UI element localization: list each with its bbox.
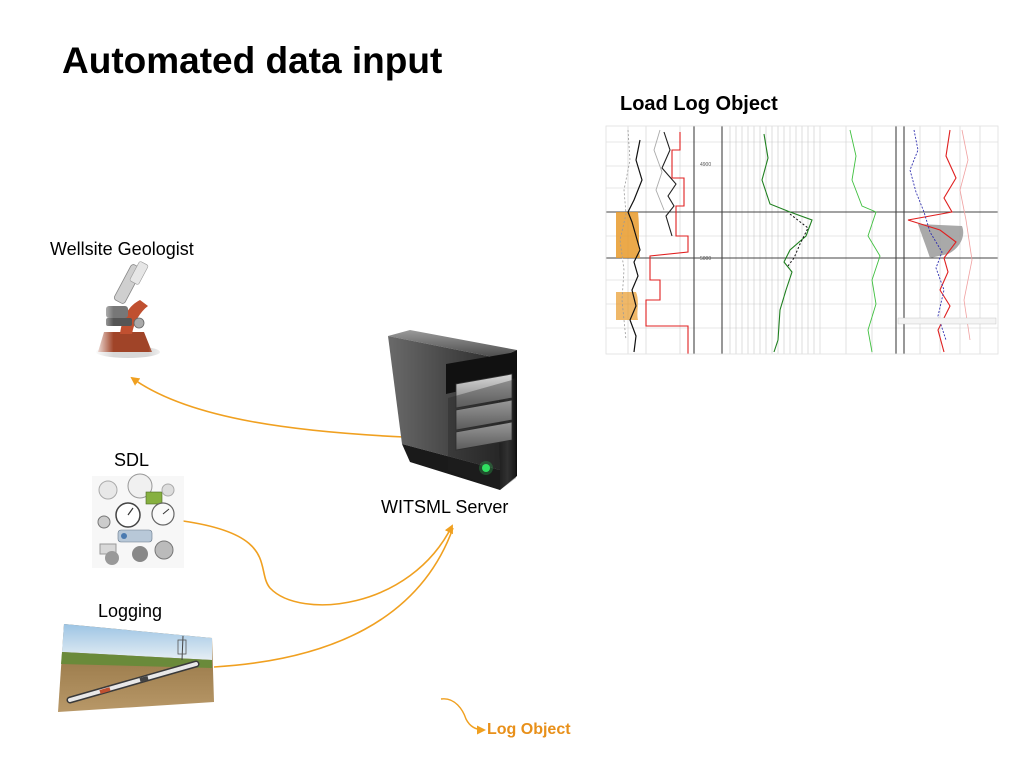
sdl-label: SDL bbox=[114, 450, 150, 470]
slide-title: Automated data input bbox=[62, 40, 443, 81]
flow-arrow-logging-to-server bbox=[213, 527, 454, 668]
depth-label-5000: 5000 bbox=[700, 256, 711, 262]
instrument-gauges-icon bbox=[92, 473, 184, 568]
logging-label: Logging bbox=[98, 601, 163, 621]
flow-arrow-server-to-geologist bbox=[130, 376, 405, 438]
witsml-server-label: WITSML Server bbox=[381, 497, 509, 517]
server-tower-icon bbox=[388, 330, 517, 490]
legend-label: Log Object bbox=[487, 721, 571, 738]
log-panel-title: Load Log Object bbox=[620, 93, 778, 115]
well-log-panel: 4900 5000 bbox=[605, 125, 999, 355]
geologist-label: Wellsite Geologist bbox=[50, 239, 194, 259]
logging-tool-icon bbox=[58, 624, 214, 712]
depth-label-4900: 4900 bbox=[700, 162, 711, 168]
legend-arrow-icon bbox=[440, 698, 486, 735]
microscope-icon bbox=[96, 261, 166, 360]
flow-arrow-sdl-to-server bbox=[182, 520, 453, 606]
